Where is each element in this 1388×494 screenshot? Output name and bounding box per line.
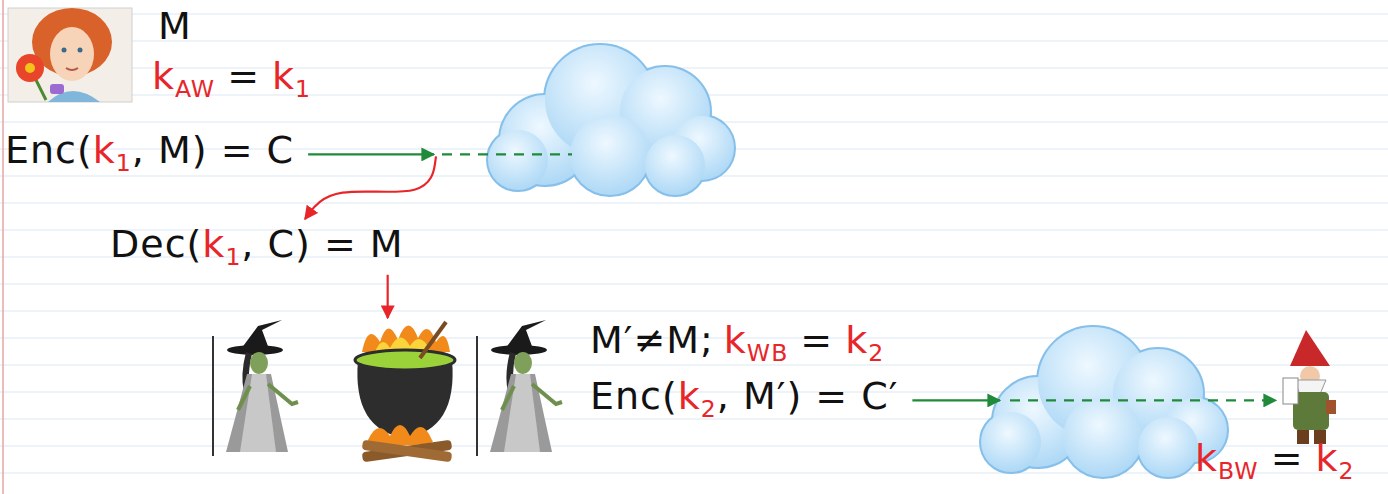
alice-photo-part <box>50 27 94 81</box>
cloud-part-part <box>488 130 548 190</box>
arrow <box>305 156 436 219</box>
dashed-arrow <box>1010 399 1276 401</box>
bob-gnome-part <box>1283 378 1298 404</box>
cloud-part-part <box>645 135 705 195</box>
formula-text: M <box>158 4 192 48</box>
cloud-part <box>488 45 734 195</box>
formula-text: k <box>93 128 116 172</box>
subscript-text: 1 <box>116 149 132 177</box>
bob-gnome <box>1283 330 1336 444</box>
cloud-part <box>488 45 734 195</box>
cloud-part-part <box>488 130 548 190</box>
alice-photo-part <box>50 84 64 94</box>
alice-photo-part <box>78 48 83 53</box>
cloud <box>981 327 1227 477</box>
formula-text: M′≠M; <box>590 318 714 362</box>
cloud-part-part <box>981 412 1041 472</box>
witch-figure <box>490 320 562 452</box>
formula-text: Enc( <box>5 128 93 172</box>
dashed-path <box>442 153 572 155</box>
notebook-lines-part <box>0 14 1388 15</box>
subscript-text: 1 <box>295 75 311 103</box>
formula-text: , M) = C <box>132 128 294 172</box>
formula-text: = <box>227 54 260 98</box>
cauldron-part <box>355 350 455 370</box>
alice-photo-part <box>66 68 78 70</box>
formula-line: Enc(k2, M′) = C′ <box>590 374 898 423</box>
cloud-part-part <box>1063 397 1143 477</box>
alice-photo-part <box>25 63 35 73</box>
notebook-lines-part <box>0 284 1388 285</box>
witch-figure <box>226 320 298 452</box>
cloud-part-part <box>981 412 1041 472</box>
formula-text: = <box>800 318 833 362</box>
formula-text: k <box>1195 436 1218 480</box>
cloud-part-part <box>645 135 705 195</box>
formula-text: k <box>202 222 225 266</box>
subscript-text: 2 <box>1338 457 1354 485</box>
subscript-text: AW <box>175 75 215 103</box>
formula-text: k <box>724 318 747 362</box>
formula-line: kAW=k1 <box>152 54 311 103</box>
formula-text: Dec( <box>110 222 202 266</box>
formula-text: k <box>678 374 701 418</box>
bob-gnome-part <box>1326 400 1336 414</box>
cloud-part-part <box>1138 417 1198 477</box>
cauldron <box>355 322 455 462</box>
alice-photo-part <box>16 54 44 82</box>
formula-text: k <box>152 54 175 98</box>
cauldron-part <box>357 360 452 438</box>
formula-line: Dec(k1, C) = M <box>110 222 404 271</box>
formula-line: M <box>158 4 192 50</box>
cloud-part <box>981 327 1227 477</box>
arrow <box>387 275 389 318</box>
notebook-lines-part <box>0 203 1388 204</box>
alice-photo-part <box>62 48 67 53</box>
formula-text: k <box>1315 436 1338 480</box>
cloud <box>488 45 734 195</box>
arrow <box>308 153 434 155</box>
alice-photo <box>8 8 132 102</box>
notebook-lines-part <box>0 311 1388 312</box>
subscript-text: 1 <box>225 243 241 271</box>
margin-line <box>2 0 4 494</box>
formula-text: Enc( <box>590 374 678 418</box>
bob-gnome-part <box>1290 330 1330 366</box>
subscript-text: BW <box>1218 457 1259 485</box>
formula-line: M′≠M;kWB=k2 <box>590 318 884 367</box>
notebook-lines-part <box>0 41 1388 42</box>
formula-text: , C) = M <box>241 222 403 266</box>
subscript-text: 2 <box>701 395 717 423</box>
cauldron-part <box>362 325 450 352</box>
separator-bar <box>212 336 214 456</box>
cloud-part <box>981 327 1227 477</box>
arrow <box>912 399 1000 401</box>
formula-text: = <box>1271 436 1304 480</box>
alice-photo-part <box>8 8 132 102</box>
notebook-lines-part <box>0 68 1388 69</box>
cloud-part-part <box>570 115 650 195</box>
cloud-part-part <box>570 115 650 195</box>
subscript-text: WB <box>747 339 788 367</box>
cloud-part-part <box>1063 397 1143 477</box>
formula-text: , M′) = C′ <box>717 374 899 418</box>
separator-bar <box>476 336 478 456</box>
cauldron-part <box>362 440 453 462</box>
notebook-lines <box>0 14 1388 473</box>
cauldron-part <box>420 322 446 358</box>
formula-text: k <box>845 318 868 362</box>
cauldron-part <box>362 440 453 462</box>
formula-line: Enc(k1, M) = C <box>5 128 294 177</box>
formula-line: kBW=k2 <box>1195 436 1354 485</box>
subscript-text: 2 <box>868 339 884 367</box>
formula-text: k <box>272 54 295 98</box>
arrows <box>305 154 1276 400</box>
cloud-part-part <box>1138 417 1198 477</box>
